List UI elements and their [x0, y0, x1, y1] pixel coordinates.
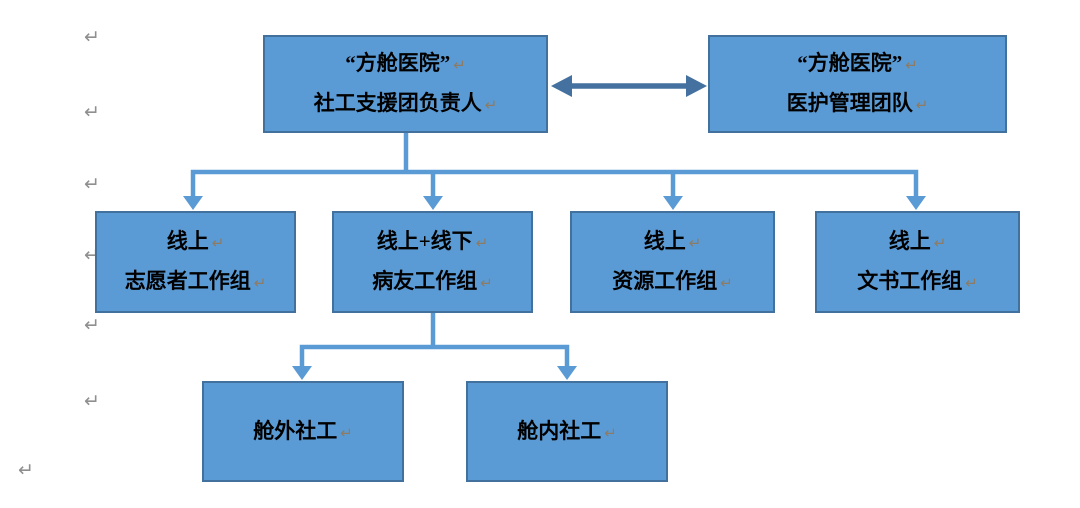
org-box-social-work-leader[interactable]: “方舱医院”↵ 社工支援团负责人↵	[263, 35, 548, 133]
box-line: 志愿者工作组↵	[125, 262, 267, 302]
return-mark-icon: ↵	[720, 274, 733, 292]
box-text: 社工支援团负责人	[313, 91, 482, 115]
org-box-outside-social-worker[interactable]: 舱外社工↵	[202, 381, 404, 482]
org-box-medical-management-team[interactable]: “方舱医院”↵ 医护管理团队↵	[708, 35, 1007, 133]
tree-connector-level1	[190, 133, 919, 198]
box-line: 资源工作组↵	[612, 262, 733, 302]
tree-connector-level2	[299, 313, 570, 368]
box-text: 文书工作组	[857, 269, 963, 293]
box-line: 舱内社工↵	[517, 412, 617, 452]
return-mark-icon: ↵	[905, 56, 918, 74]
org-box-clerical-group[interactable]: 线上↵ 文书工作组↵	[815, 211, 1020, 313]
tree-arrowheads-level1	[183, 196, 926, 210]
box-line: 线上↵	[167, 222, 225, 262]
box-line: 社工支援团负责人↵	[314, 84, 498, 124]
box-text: 舱内社工	[517, 418, 602, 443]
org-box-patient-group[interactable]: 线上+线下↵ 病友工作组↵	[332, 211, 533, 313]
paragraph-return-icon: ↵	[84, 173, 100, 195]
double-arrow-connector	[551, 75, 707, 97]
org-box-inside-social-worker[interactable]: 舱内社工↵	[466, 381, 668, 482]
box-line: 医护管理团队↵	[787, 84, 929, 124]
paragraph-return-icon: ↵	[18, 459, 34, 481]
return-mark-icon: ↵	[933, 234, 947, 252]
return-mark-icon: ↵	[915, 96, 929, 114]
return-mark-icon: ↵	[453, 56, 466, 74]
org-box-volunteer-group[interactable]: 线上↵ 志愿者工作组↵	[95, 211, 296, 313]
box-line: 病友工作组↵	[372, 262, 493, 302]
box-text: 资源工作组	[612, 269, 718, 293]
return-mark-icon: ↵	[475, 234, 489, 252]
box-text: 线上+线下	[376, 229, 473, 253]
box-line: “方舱医院”↵	[345, 44, 466, 84]
paragraph-return-icon: ↵	[84, 26, 100, 48]
box-text: 线上	[888, 229, 931, 253]
box-line: 线上↵	[644, 222, 702, 262]
box-text: “方舱医院”	[797, 51, 903, 75]
return-mark-icon: ↵	[253, 274, 267, 292]
return-mark-icon: ↵	[484, 96, 498, 114]
box-text: 志愿者工作组	[124, 269, 251, 293]
box-text: 线上	[643, 229, 686, 253]
paragraph-return-icon: ↵	[84, 314, 100, 336]
return-mark-icon: ↵	[965, 274, 978, 292]
box-text: 医护管理团队	[786, 91, 913, 115]
return-mark-icon: ↵	[688, 234, 702, 252]
box-line: 线上+线下↵	[377, 222, 489, 262]
box-text: “方舱医院”	[345, 51, 451, 75]
box-text: 舱外社工	[253, 418, 338, 443]
org-box-resource-group[interactable]: 线上↵ 资源工作组↵	[570, 211, 775, 313]
box-line: 线上↵	[889, 222, 947, 262]
return-mark-icon: ↵	[340, 423, 353, 442]
box-text: 病友工作组	[372, 269, 478, 293]
return-mark-icon: ↵	[604, 423, 617, 442]
paragraph-return-icon: ↵	[84, 101, 100, 123]
return-mark-icon: ↵	[211, 234, 225, 252]
paragraph-return-icon: ↵	[84, 390, 100, 412]
return-mark-icon: ↵	[480, 274, 493, 292]
box-text: 线上	[166, 229, 209, 253]
box-line: 舱外社工↵	[253, 412, 353, 452]
box-line: 文书工作组↵	[857, 262, 978, 302]
box-line: “方舱医院”↵	[797, 44, 918, 84]
tree-arrowheads-level2	[292, 366, 577, 380]
